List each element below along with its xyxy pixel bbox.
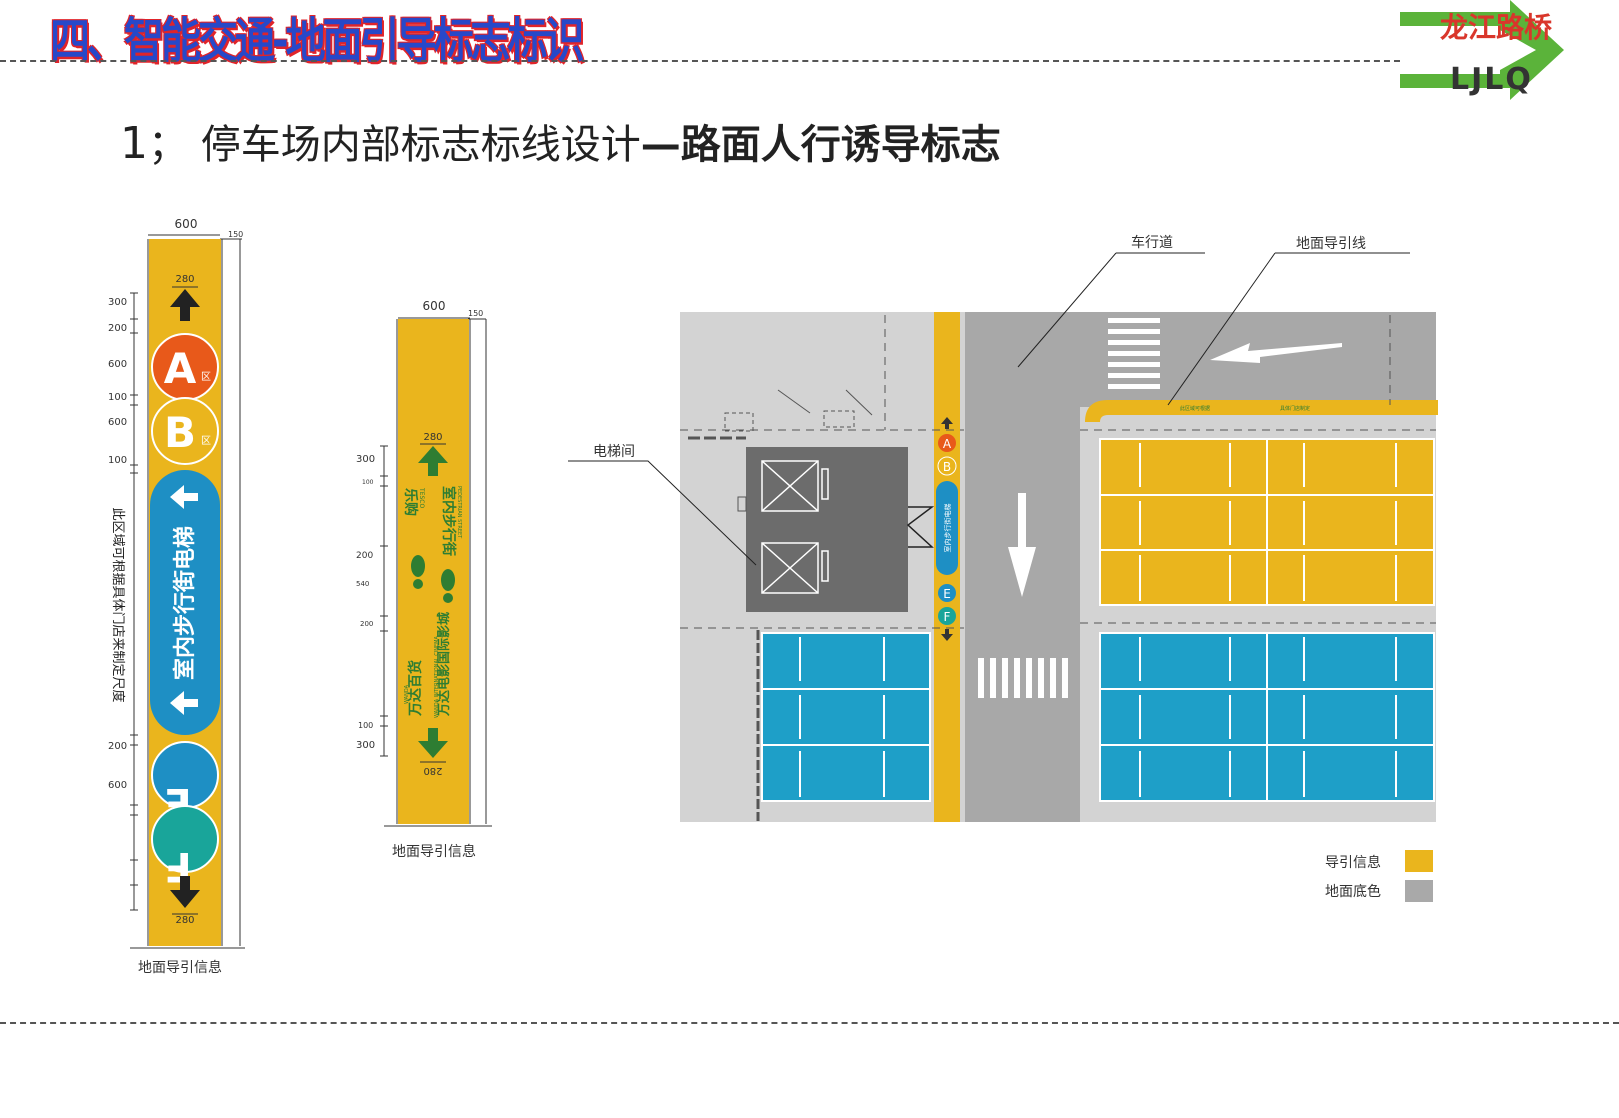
plan-yellow-text-2: 具体门店制定 (1280, 405, 1310, 412)
plan-zone-a: A (943, 437, 952, 451)
strip2-text-left-bottom-en: WANDA (404, 684, 410, 704)
svg-text:B: B (164, 408, 196, 457)
zone-f-icon: F (151, 805, 219, 889)
strip2-text-right-top-en: PEDESTRIAN STREET (456, 486, 462, 539)
parking-plan: 此区域可根据 具体门店制定 A B (568, 252, 1438, 822)
strip2-text-right-bottom: 万达电影国际影城 (436, 612, 452, 717)
arrow-up-icon (418, 446, 448, 476)
label-lane: 车行道 (1131, 235, 1173, 251)
subtitle-dash: — (640, 122, 681, 168)
subtitle-separator: ； (148, 122, 188, 168)
subtitle: 1； 停车场内部标志标线设计—路面人行诱导标志 (120, 112, 1001, 170)
strip2-dim: 200 (356, 551, 373, 561)
guide-strip-2: 600 150 280 乐购 TESCO 室内步行街 PEDESTRIAN ST… (356, 299, 492, 827)
strip1-dim: 600 (108, 359, 127, 370)
plan-yellow-text-1: 此区域可根据 (1180, 405, 1210, 412)
blue-parking-grid-left (756, 630, 931, 821)
strip2-dim: 100 (358, 721, 373, 730)
strip1-top-width: 600 (175, 217, 198, 231)
arrow-down-icon (418, 728, 448, 758)
legend-label-ground: 地面底色 (1325, 884, 1381, 900)
strip2-text-left-bottom: 万达百货 (407, 660, 424, 717)
plan-zone-e: E (943, 587, 951, 601)
strip1-dim: 600 (108, 780, 127, 791)
arrow-left-icon (170, 691, 198, 715)
blue-parking-grid-right (1099, 632, 1435, 802)
strip2-text-left-top: 乐购 (402, 488, 419, 516)
zone-b-icon: B 区 (151, 397, 219, 465)
strip2-dim: 200 (360, 620, 373, 628)
strip2-caption: 地面导引信息 (392, 844, 476, 860)
crosswalk-bottom (978, 658, 1068, 698)
strip2-side-width: 150 (468, 309, 483, 318)
strip2-dim: 100 (362, 479, 374, 486)
elevator-room (746, 447, 908, 612)
strip2-text-right-top: 室内步行街 (440, 486, 457, 556)
strip2-text-left-top-en: TESCO (418, 487, 425, 508)
strip1-dim: 200 (108, 741, 127, 752)
logo-cn-text: 龙江路桥 (1440, 11, 1553, 44)
svg-text:区: 区 (201, 435, 211, 447)
strip1-arrow-width-top: 280 (175, 274, 194, 285)
legend-swatch-guide (1405, 850, 1433, 872)
plan-zone-b: B (943, 460, 951, 474)
strip1-arrow-width-bottom: 280 (175, 915, 194, 926)
zone-a-icon: A 区 (151, 333, 219, 401)
lane-arrow-down-icon (1008, 493, 1036, 597)
strip2-text-right-bottom-en: WANDA INTERNATIONAL CINEMA (434, 636, 440, 718)
arrow-down-icon (170, 876, 200, 908)
strip1-dim: 100 (108, 392, 127, 403)
arrow-up-icon (170, 289, 200, 321)
subtitle-bold: 路面人行诱导标志 (680, 122, 1001, 168)
strip1-dim: 200 (108, 323, 127, 334)
turn-arrow-icon (1210, 343, 1342, 363)
strip2-dim: 300 (356, 454, 375, 465)
strip2-top-width: 600 (423, 299, 446, 313)
strip2-arrow-width-bottom: 280 (423, 765, 442, 776)
subtitle-plain: 停车场内部标志标线设计 (200, 122, 641, 168)
strip1-dim: 100 (108, 455, 127, 466)
guide-strip-1: 600 150 280 A 区 B 区 室内步行街电梯 E F (108, 217, 245, 949)
label-guide-line: 地面导引线 (1296, 236, 1366, 252)
subtitle-number: 1 (120, 118, 148, 169)
legend-swatch-ground (1405, 880, 1433, 902)
plan-strip-text: 室内步行街电梯 (943, 504, 952, 553)
strip2-arrow-width-top: 280 (423, 432, 442, 443)
strip1-side-note: 此区域可根据具体门店来制定尺度 (110, 507, 126, 702)
strip1-dim: 600 (108, 417, 127, 428)
svg-text:A: A (164, 344, 197, 393)
svg-text:区: 区 (201, 371, 211, 383)
legend-label-guide: 导引信息 (1325, 855, 1381, 871)
strip2-dim: 300 (356, 740, 375, 751)
strip1-dim: 300 (108, 297, 127, 308)
logo-arrow-icon (1400, 0, 1564, 100)
arrow-left-icon (170, 485, 198, 509)
footer-divider (0, 1022, 1619, 1024)
strip1-main-text: 室内步行街电梯 (172, 526, 198, 680)
label-elevator: 电梯间 (593, 444, 635, 460)
header-divider (0, 60, 1400, 62)
strip2-dim: 540 (356, 580, 369, 588)
elevator-icon (761, 460, 829, 594)
strip1-side-width: 150 (228, 230, 243, 239)
plan-zone-f: F (944, 610, 951, 624)
logo-en-text: LJLQ (1450, 62, 1533, 97)
strip1-caption: 地面导引信息 (138, 960, 222, 976)
yellow-parking-grid (1099, 438, 1435, 606)
footprint-icon (411, 555, 455, 603)
crosswalk-top (1108, 318, 1160, 389)
